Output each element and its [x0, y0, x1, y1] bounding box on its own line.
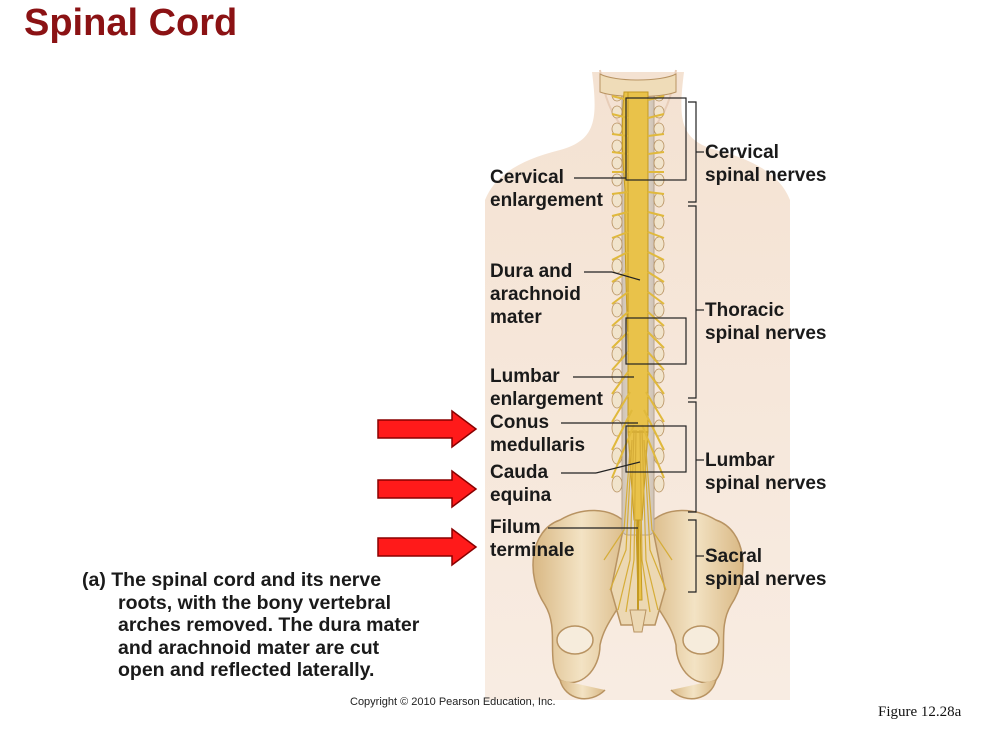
page-title: Spinal Cord [24, 2, 238, 44]
label-lumbar-enlargement: Lumbar enlargement [490, 366, 603, 410]
cauda-equina [603, 429, 673, 613]
leader-lines [548, 177, 641, 529]
label-dura-arachnoid: Dura and arachnoid mater [490, 261, 581, 328]
label-filum-terminale: Filum terminale [490, 517, 575, 561]
figure-reference: Figure 12.28a [878, 704, 962, 720]
label-sacral-spinal-nerves: Sacral spinal nerves [705, 546, 827, 590]
caption-first-line: (a) The spinal cord and its nerve [82, 569, 382, 591]
label-cervical-spinal-nerves: Cervical spinal nerves [705, 142, 827, 186]
red-arrows [377, 409, 478, 567]
label-conus-medullaris: Conus medullaris [490, 412, 586, 456]
caption-rest: roots, with the bony vertebral arches re… [118, 591, 420, 682]
region-boxes [625, 97, 687, 473]
label-cauda-equina: Cauda equina [490, 462, 552, 506]
figure-caption: (a) The spinal cord and its nerve roots,… [82, 569, 512, 682]
nerve-brackets [688, 101, 704, 593]
arrow-conus [377, 409, 478, 449]
label-cervical-enlargement: Cervical enlargement [490, 167, 603, 211]
spinal-nerves [611, 95, 665, 479]
arrow-filum [377, 527, 478, 567]
label-thoracic-spinal-nerves: Thoracic spinal nerves [705, 300, 827, 344]
arrow-cauda [377, 469, 478, 509]
copyright-notice: Copyright © 2010 Pearson Education, Inc. [350, 696, 556, 708]
label-lumbar-spinal-nerves: Lumbar spinal nerves [705, 450, 827, 494]
